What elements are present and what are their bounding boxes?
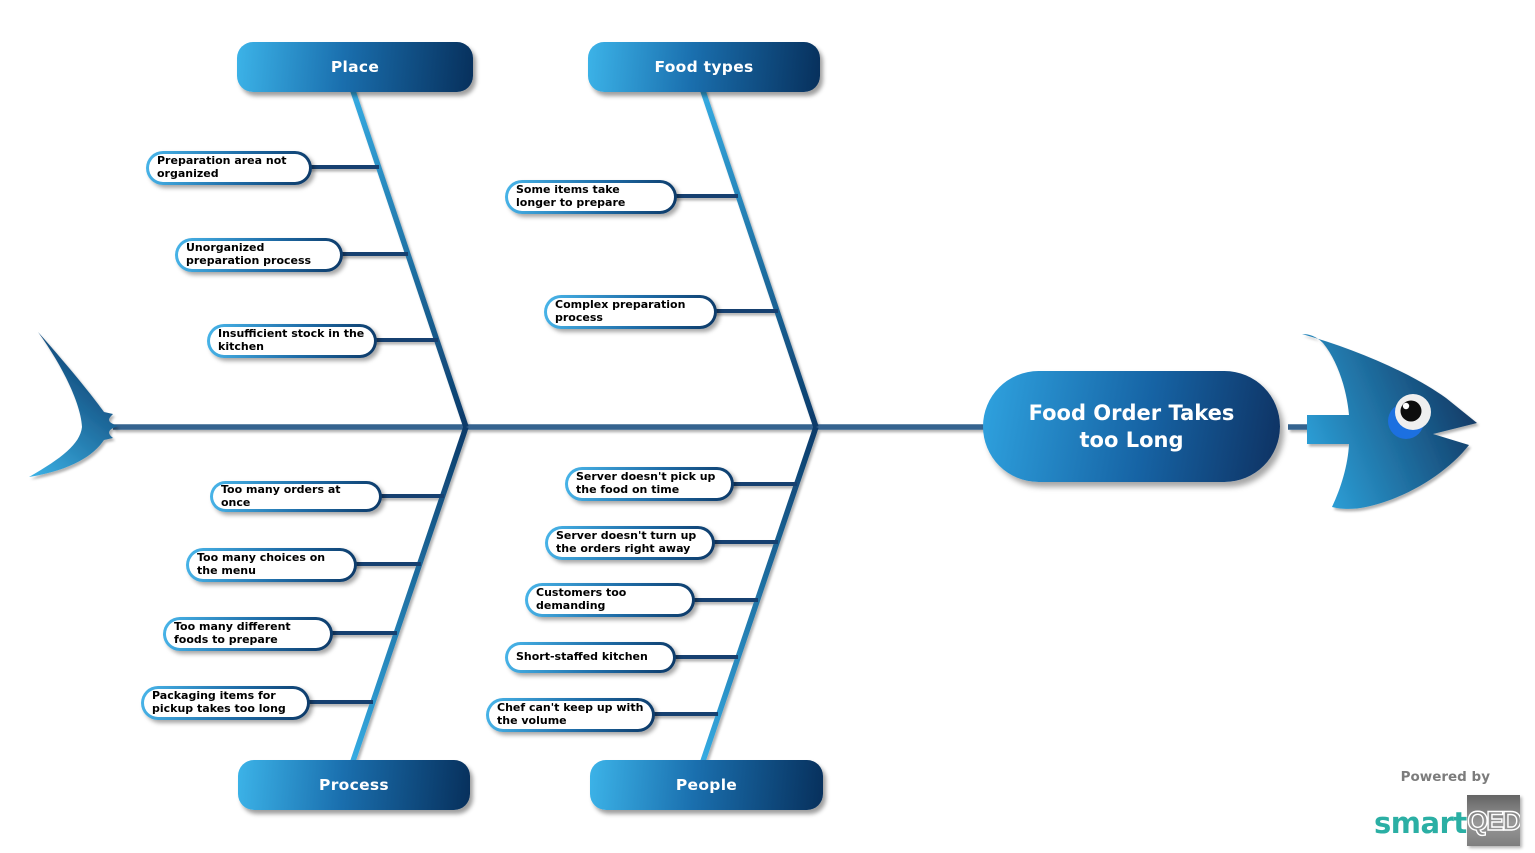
cause-text: Customers too demanding [536,586,627,612]
brand-qed-box: QED [1466,795,1520,846]
category-box-food-types[interactable]: Food types [588,42,820,92]
cause-text: Too many different foods to prepare [174,620,291,646]
category-box-process[interactable]: Process [238,760,470,810]
cause-box[interactable]: Too many choices on the menu [186,548,357,582]
cause-box[interactable]: Server doesn't turn up the orders right … [545,526,715,560]
cause-text: Complex preparation process [555,298,686,324]
fish-eye-highlight [1402,402,1410,410]
cause-box[interactable]: Server doesn't pick up the food on time [565,467,734,501]
cause-text: Server doesn't pick up the food on time [576,470,716,496]
category-box-people[interactable]: People [590,760,823,810]
category-label: People [675,776,738,794]
cause-text: Unorganized preparation process [186,241,312,267]
cause-box[interactable]: Complex preparation process [544,295,717,329]
cause-text: Too many choices on the menu [197,551,326,577]
fish-head [1302,334,1477,509]
cause-box[interactable]: Short-staffed kitchen [505,642,676,673]
smartqed-logo: smart QED [1374,795,1520,846]
category-label: Food types [654,58,754,76]
cause-box[interactable]: Customers too demanding [525,583,695,617]
problem-statement-box[interactable]: Food Order Takes too Long [983,371,1280,482]
cause-box[interactable]: Too many different foods to prepare [163,617,333,651]
cause-text: Short-staffed kitchen [516,650,648,664]
problem-text: Food Order Takes too Long [1028,401,1235,452]
powered-by-label: Powered by [1400,769,1490,785]
branch-line-food-types [699,87,819,428]
cause-box[interactable]: Some items take longer to prepare [505,180,677,214]
cause-text: Packaging items for pickup takes too lon… [152,689,286,715]
cause-text: Some items take longer to prepare [516,183,626,209]
cause-box[interactable]: Preparation area not organized [146,151,312,185]
category-box-place[interactable]: Place [237,42,473,92]
cause-box[interactable]: Insufficient stock in the kitchen [207,324,377,358]
cause-box[interactable]: Unorganized preparation process [175,238,343,272]
cause-text: Server doesn't turn up the orders right … [556,529,697,555]
svg-text:QED: QED [1467,806,1520,836]
cause-box[interactable]: Chef can't keep up with the volume [486,698,655,732]
cause-text: Too many orders at once [221,482,341,509]
cause-box[interactable]: Too many orders at once [210,481,382,512]
cause-text: Insufficient stock in the kitchen [218,327,365,353]
branch-line-process [349,426,469,765]
cause-box[interactable]: Packaging items for pickup takes too lon… [141,686,310,720]
fish-pupil [1400,400,1422,422]
branch-line-place [349,87,469,428]
cause-text: Chef can't keep up with the volume [497,701,644,727]
category-label: Process [319,776,389,794]
brand-smart-text: smart [1374,806,1467,840]
cause-text: Preparation area not organized [157,154,287,180]
category-label: Place [330,58,380,76]
brand-qed-letters: QED [1467,805,1520,836]
fish-tail [29,332,118,477]
